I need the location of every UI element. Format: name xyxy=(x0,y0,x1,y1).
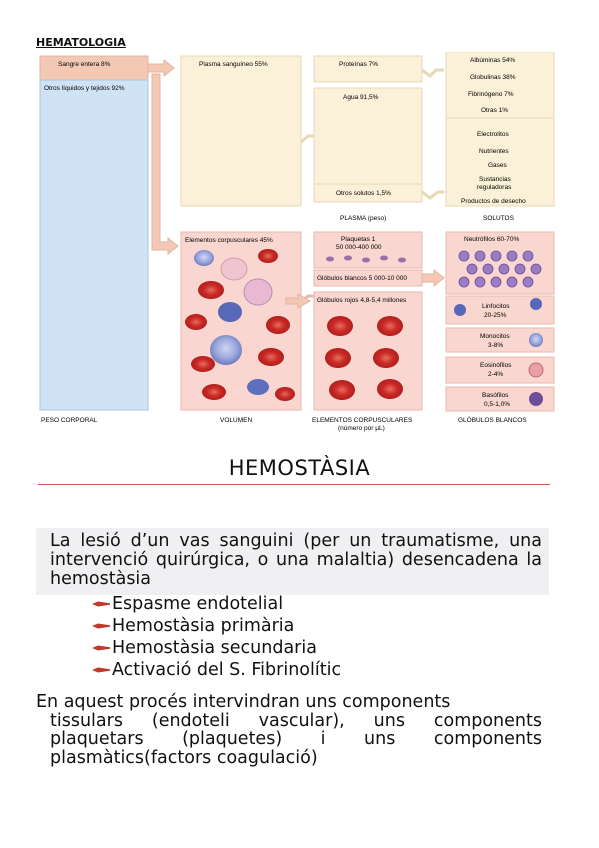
lymphocytes-label-1: Linfocitos xyxy=(482,303,510,310)
red-cells-label: Glóbulos rojos 4,8-5,4 millones xyxy=(317,297,407,304)
solutes-box xyxy=(445,117,555,207)
other-tissues-box xyxy=(39,79,149,411)
basophils-label-2: 0,5-1,0% xyxy=(484,401,510,408)
globulins-label: Globulinas 38% xyxy=(470,74,516,81)
neutrophil-cells xyxy=(458,250,542,288)
components-rest: tissulars (endoteli vascular), uns compo… xyxy=(50,710,542,768)
pen-bullet-icon xyxy=(92,623,110,629)
platelets-label-2: 50 000-400 000 xyxy=(336,244,382,251)
corpuscular-volume-label: Elementos corpusculares 45% xyxy=(185,237,273,244)
connector-proteins xyxy=(421,68,444,78)
body-weight-caption: PESO CORPORAL xyxy=(41,417,98,424)
whole-blood-label: Sangre entera 8% xyxy=(58,61,111,68)
pen-bullet-icon xyxy=(92,601,110,607)
platelets-dots xyxy=(326,255,406,263)
eosinophils-label-2: 2-4% xyxy=(488,371,503,378)
pen-bullet-icon xyxy=(92,645,110,651)
white-cells-count-label: Glóbulos blancos 5 000-10 000 xyxy=(317,275,407,282)
monocytes-label-1: Monocitos xyxy=(480,333,510,340)
list-item: Espasme endotelial xyxy=(92,593,341,615)
monocyte-cell xyxy=(529,333,543,347)
albumins-box xyxy=(445,52,555,119)
phase-label: Activació del S. Fibrinolític xyxy=(112,660,342,680)
water-box xyxy=(313,87,423,185)
components-first-line: En aquest procés intervindran uns compon… xyxy=(36,692,451,712)
plasma-volume-label: Plasma sanguíneo 55% xyxy=(199,61,268,68)
regulatory-label-2: reguladoras xyxy=(477,184,512,191)
connector-solutes xyxy=(421,190,444,200)
albumins-label: Albúminas 54% xyxy=(470,57,515,64)
list-item: Hemostàsia primària xyxy=(92,615,341,637)
connector-plasma xyxy=(300,134,314,144)
phase-label: Hemostàsia secundaria xyxy=(112,638,317,658)
plasma-volume-box xyxy=(180,55,302,207)
plasma-weight-caption: PLASMA (peso) xyxy=(340,215,386,222)
arrow-plasma xyxy=(147,58,175,78)
volume-caption: VOLUMEN xyxy=(220,417,252,424)
phase-label: Hemostàsia primària xyxy=(112,616,295,636)
fibrinogen-label: Fibrinógeno 7% xyxy=(468,91,514,98)
gases-label: Gases xyxy=(488,162,508,169)
eosinophil-cell xyxy=(528,362,544,378)
whole-blood-box xyxy=(39,55,149,81)
blood-composition-figure: Sangre entera 8% Otros líquidos y tejido… xyxy=(39,52,555,432)
eosinophils-label-1: Eosinófilos xyxy=(480,362,512,369)
list-item: Hemostàsia secundaria xyxy=(92,637,341,659)
components-paragraph: En aquest procés intervindran uns compon… xyxy=(36,693,542,767)
lymphocyte-cell-a xyxy=(454,304,466,316)
intro-paragraph: La lesió d’un vas sanguini (per un traum… xyxy=(50,531,542,589)
platelets-label-1: Plaquetas 1 xyxy=(341,236,376,243)
other-tissues-label: Otros líquidos y tejidos 92% xyxy=(44,85,125,92)
arrow-white-cells xyxy=(421,268,445,288)
intro-panel xyxy=(36,528,549,595)
electrolytes-label: Electrolitos xyxy=(477,131,510,138)
hemostasis-title: HEMOSTÀSIA xyxy=(228,456,371,480)
other-proteins-label: Otras 1% xyxy=(481,107,508,114)
pen-bullet-icon xyxy=(92,667,110,673)
nutrients-label: Nutrientes xyxy=(479,148,509,155)
basophil-cell xyxy=(529,392,543,406)
red-cells xyxy=(325,316,403,400)
monocytes-label-2: 3-8% xyxy=(488,342,503,349)
monocytes-box xyxy=(445,327,555,353)
phase-label: Espasme endotelial xyxy=(112,594,284,614)
basophils-label-1: Basófilos xyxy=(482,392,509,399)
corpuscular-caption-2: (número por μL) xyxy=(338,425,385,432)
water-label: Agua 91,5% xyxy=(343,94,379,101)
waste-label: Productos de desecho xyxy=(461,198,526,205)
lymphocytes-label-2: 20-25% xyxy=(484,312,507,319)
proteins-box xyxy=(313,55,423,83)
corpuscular-caption-1: ELEMENTOS CORPUSCULARES xyxy=(312,417,413,424)
document-header: HEMATOLOGIA xyxy=(36,36,126,49)
hemostasis-phases-list: Espasme endotelial Hemostàsia primària H… xyxy=(92,593,341,681)
list-item: Activació del S. Fibrinolític xyxy=(92,659,341,681)
solutes-caption: SOLUTOS xyxy=(483,215,515,222)
proteins-label: Proteínas 7% xyxy=(339,61,378,68)
white-cells-caption: GLÓBULOS BLANCOS xyxy=(458,415,527,424)
arrow-corpuscular xyxy=(151,73,179,256)
neutrophils-label: Neutrófilos 60-70% xyxy=(464,236,519,243)
regulatory-label-1: Sustancias xyxy=(479,176,512,183)
arrow-red-cells xyxy=(285,293,311,309)
title-underline xyxy=(38,484,550,485)
volume-cells xyxy=(185,249,295,401)
other-solutes-label: Otros solutos 1,5% xyxy=(336,190,391,197)
lymphocyte-cell-b xyxy=(530,298,542,310)
